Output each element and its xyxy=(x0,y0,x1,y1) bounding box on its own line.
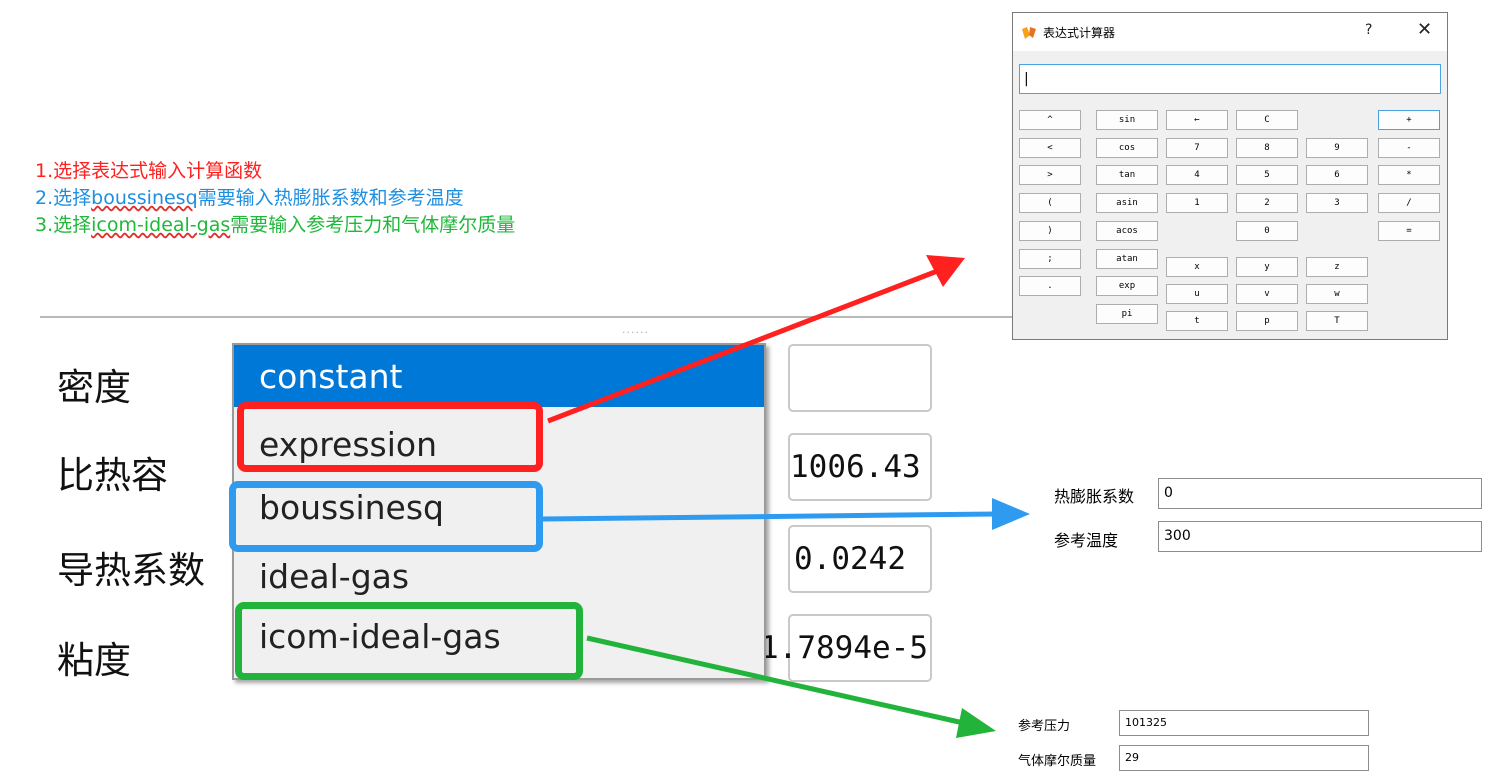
left-paren-button[interactable]: ( xyxy=(1019,193,1081,213)
var-w-button[interactable]: w xyxy=(1306,284,1368,304)
app-logo-icon xyxy=(1022,27,1036,39)
blue-arrow-line xyxy=(542,511,997,522)
equals-button[interactable]: = xyxy=(1378,221,1440,241)
var-y-button[interactable]: y xyxy=(1236,257,1298,277)
digit-2-button[interactable]: 2 xyxy=(1236,193,1298,213)
splitter-line xyxy=(40,316,1020,318)
multiply-button[interactable]: * xyxy=(1378,165,1440,185)
option-expression[interactable]: expression xyxy=(259,425,438,464)
note-icom: 3.选择icom-ideal-gas需要输入参考压力和气体摩尔质量 xyxy=(35,212,515,239)
var-t-button[interactable]: t xyxy=(1166,311,1228,331)
density-label: 密度 xyxy=(57,366,131,409)
option-icom-ideal-gas[interactable]: icom-ideal-gas xyxy=(259,617,501,656)
conductivity-value-field[interactable]: 0.0242 xyxy=(788,525,932,593)
note-icom-suffix: 需要输入参考压力和气体摩尔质量 xyxy=(230,214,516,236)
conductivity-label: 导热系数 xyxy=(57,549,205,592)
pi-button[interactable]: pi xyxy=(1096,304,1158,324)
var-u-button[interactable]: u xyxy=(1166,284,1228,304)
digit-5-button[interactable]: 5 xyxy=(1236,165,1298,185)
cos-button[interactable]: cos xyxy=(1096,138,1158,158)
var-x-button[interactable]: x xyxy=(1166,257,1228,277)
close-button[interactable]: ✕ xyxy=(1417,19,1433,40)
instruction-notes: 1.选择表达式输入计算函数 2.选择boussinesq需要输入热膨胀系数和参考… xyxy=(35,158,515,239)
backspace-button[interactable]: ← xyxy=(1166,110,1228,130)
var-p-button[interactable]: p xyxy=(1236,311,1298,331)
digit-9-button[interactable]: 9 xyxy=(1306,138,1368,158)
option-ideal-gas[interactable]: ideal-gas xyxy=(259,557,410,596)
green-arrow-head xyxy=(956,708,996,738)
note-boussinesq-word: boussinesq xyxy=(91,187,198,209)
digit-3-button[interactable]: 3 xyxy=(1306,193,1368,213)
reference-pressure-input[interactable]: 101325 xyxy=(1119,710,1369,736)
note-boussinesq-suffix: 需要输入热膨胀系数和参考温度 xyxy=(197,187,464,209)
density-method-dropdown[interactable]: constant expression boussinesq ideal-gas… xyxy=(232,343,766,680)
option-boussinesq[interactable]: boussinesq xyxy=(259,488,444,527)
note-icom-word: icom-ideal-gas xyxy=(91,214,231,236)
expression-calculator-dialog: 表达式计算器 ? ✕ | ^ sin ← C + < cos 7 8 9 - >… xyxy=(1012,12,1448,340)
less-than-button[interactable]: < xyxy=(1019,138,1081,158)
help-button[interactable]: ? xyxy=(1365,22,1373,38)
expression-input[interactable]: | xyxy=(1019,64,1441,94)
digit-4-button[interactable]: 4 xyxy=(1166,165,1228,185)
molar-mass-input[interactable]: 29 xyxy=(1119,745,1369,771)
note-expression: 1.选择表达式输入计算函数 xyxy=(35,158,515,185)
icom-highlight xyxy=(235,602,583,680)
digit-6-button[interactable]: 6 xyxy=(1306,165,1368,185)
note-expression-text: 1.选择表达式输入计算函数 xyxy=(35,160,263,182)
var-z-button[interactable]: z xyxy=(1306,257,1368,277)
note-boussinesq: 2.选择boussinesq需要输入热膨胀系数和参考温度 xyxy=(35,185,515,212)
var-T-button[interactable]: T xyxy=(1306,311,1368,331)
expression-highlight xyxy=(237,402,543,472)
conductivity-value: 0.0242 xyxy=(794,541,906,577)
specific-heat-value-field[interactable]: 1006.43 xyxy=(788,433,932,501)
digit-0-button[interactable]: 0 xyxy=(1236,221,1298,241)
specific-heat-value: 1006.43 xyxy=(790,449,921,485)
note-icom-prefix: 3.选择 xyxy=(35,214,92,236)
exp-button[interactable]: exp xyxy=(1096,276,1158,296)
blue-arrow-head xyxy=(992,498,1030,530)
digit-7-button[interactable]: 7 xyxy=(1166,138,1228,158)
reference-temperature-label: 参考温度 xyxy=(1054,531,1119,550)
calculator-title: 表达式计算器 xyxy=(1043,26,1116,40)
expansion-coefficient-label: 热膨胀系数 xyxy=(1054,487,1135,506)
molar-mass-label: 气体摩尔质量 xyxy=(1018,754,1097,769)
reference-pressure-label: 参考压力 xyxy=(1018,719,1071,734)
expansion-coefficient-input[interactable]: 0 xyxy=(1158,478,1482,509)
note-boussinesq-prefix: 2.选择 xyxy=(35,187,92,209)
reference-temperature-input[interactable]: 300 xyxy=(1158,521,1482,552)
red-arrow-line xyxy=(547,267,941,424)
viscosity-label: 粘度 xyxy=(57,639,131,682)
right-paren-button[interactable]: ) xyxy=(1019,221,1081,241)
greater-than-button[interactable]: > xyxy=(1019,165,1081,185)
dot-button[interactable]: . xyxy=(1019,276,1081,296)
calculator-titlebar: 表达式计算器 ? ✕ xyxy=(1013,13,1447,51)
boussinesq-highlight xyxy=(229,481,543,552)
green-arrow-line xyxy=(586,635,969,727)
digit-1-button[interactable]: 1 xyxy=(1166,193,1228,213)
option-constant[interactable]: constant xyxy=(234,345,764,407)
atan-button[interactable]: atan xyxy=(1096,249,1158,269)
semicolon-button[interactable]: ; xyxy=(1019,249,1081,269)
var-v-button[interactable]: v xyxy=(1236,284,1298,304)
splitter-grip[interactable]: ...... xyxy=(622,323,649,336)
caret-button[interactable]: ^ xyxy=(1019,110,1081,130)
viscosity-value-field[interactable]: 1.7894e-5 xyxy=(760,614,932,682)
specific-heat-label: 比热容 xyxy=(57,454,168,497)
red-arrow-head xyxy=(926,255,965,287)
sin-button[interactable]: sin xyxy=(1096,110,1158,130)
viscosity-value: 1.7894e-5 xyxy=(760,630,928,666)
acos-button[interactable]: acos xyxy=(1096,221,1158,241)
minus-button[interactable]: - xyxy=(1378,138,1440,158)
digit-8-button[interactable]: 8 xyxy=(1236,138,1298,158)
density-value-field[interactable] xyxy=(788,344,932,412)
plus-button[interactable]: + xyxy=(1378,110,1440,130)
divide-button[interactable]: / xyxy=(1378,193,1440,213)
clear-button[interactable]: C xyxy=(1236,110,1298,130)
tan-button[interactable]: tan xyxy=(1096,165,1158,185)
asin-button[interactable]: asin xyxy=(1096,193,1158,213)
